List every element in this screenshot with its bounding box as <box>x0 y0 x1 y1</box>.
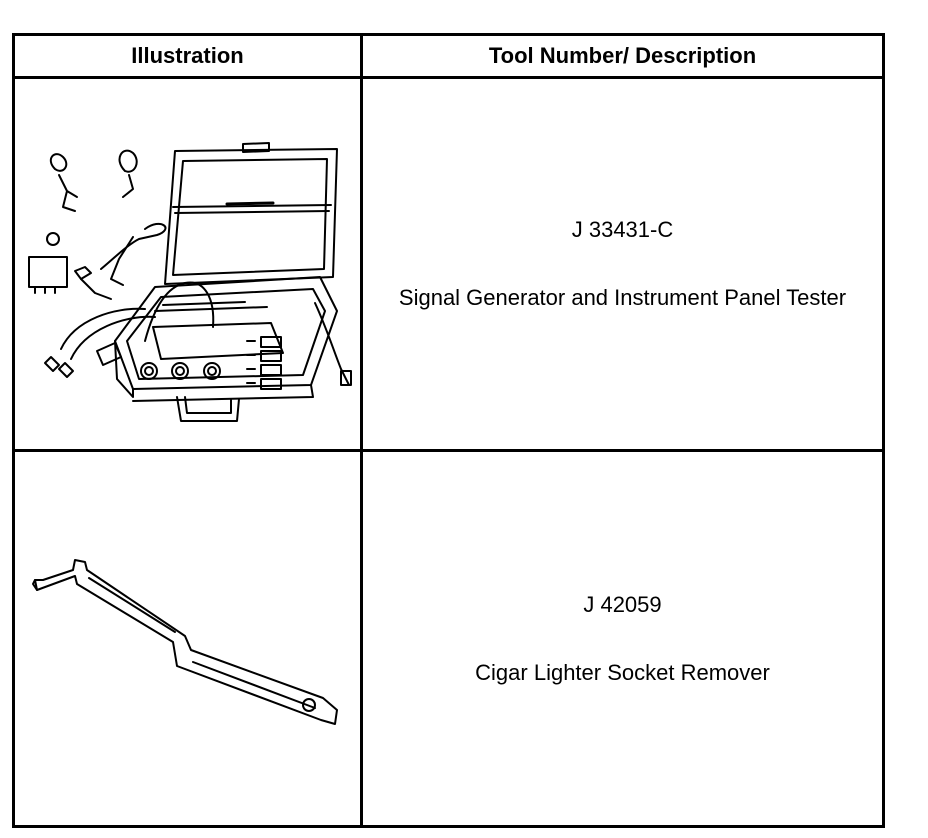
tool-description: Signal Generator and Instrument Panel Te… <box>398 285 847 310</box>
illustration-cell-row-2 <box>15 452 360 825</box>
illustration-cell-row-1 <box>15 79 360 449</box>
header-divider <box>15 76 882 79</box>
column-divider <box>360 36 363 825</box>
tool-number: J 33431-C <box>571 217 674 242</box>
tool-cell-row-2: J 42059 Cigar Lighter Socket Remover <box>363 452 882 825</box>
tool-table: Illustration Tool Number/ Description <box>12 33 885 828</box>
socket-remover-tool-icon <box>32 559 338 725</box>
header-tool-description: Tool Number/ Description <box>488 43 757 68</box>
tool-cell-row-1: J 33431-C Signal Generator and Instrumen… <box>363 79 882 449</box>
signal-generator-tester-case-icon <box>28 142 352 422</box>
row-divider <box>15 449 882 452</box>
header-illustration: Illustration <box>131 43 244 68</box>
tool-description: Cigar Lighter Socket Remover <box>475 659 770 685</box>
tool-number: J 42059 <box>583 591 662 617</box>
